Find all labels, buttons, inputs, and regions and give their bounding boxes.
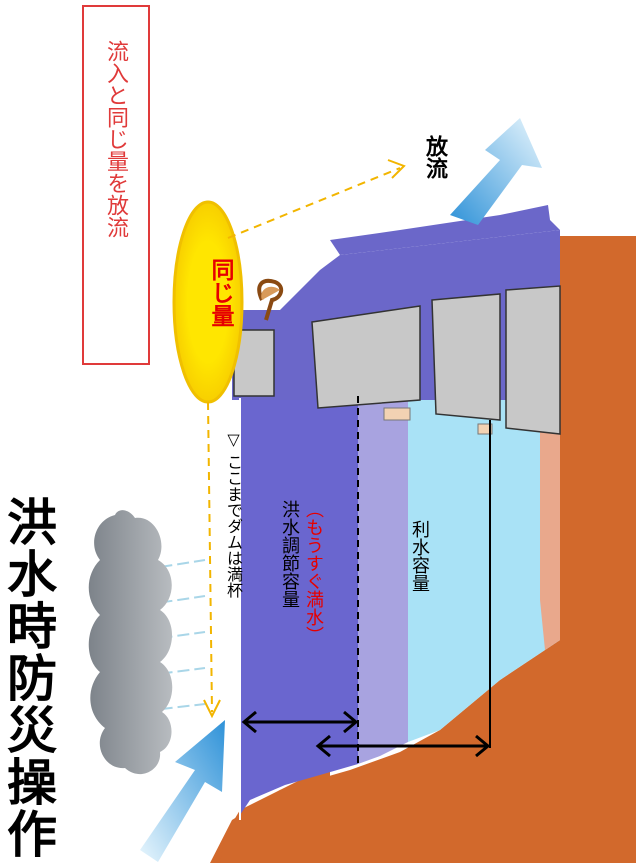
inflow-arrow-icon	[140, 720, 225, 862]
water-use-dimension	[315, 734, 491, 758]
gate-3	[431, 293, 501, 421]
flow-dashed-lines	[203, 159, 406, 719]
mid-capacity-band	[358, 400, 408, 764]
flood-capacity-dimension	[241, 710, 359, 734]
rock-strip	[540, 420, 560, 650]
crane-hook-icon	[257, 279, 284, 321]
gate-stub-2	[477, 423, 493, 435]
full-level-note: ▽ ここまでダムは満杯	[224, 430, 243, 599]
water-use-capacity-label: 利水容量	[409, 520, 430, 592]
gate-stub-1	[383, 407, 411, 421]
water-use-reservoir	[408, 400, 560, 742]
ground-base	[220, 770, 330, 863]
flood-control-water	[240, 396, 358, 815]
gate-4	[505, 285, 561, 435]
ground	[210, 236, 636, 863]
note-text: 流入と同じ量を放流	[103, 40, 128, 238]
note-box	[82, 5, 150, 365]
page-title: 洪水時防災操作	[0, 496, 57, 860]
cloud-icon	[88, 510, 173, 775]
dam-crest	[330, 205, 560, 255]
flood-capacity-label: 洪水調節容量	[279, 500, 300, 608]
release-arrow-icon	[450, 118, 542, 225]
same-amount-label: 同じ量	[207, 258, 233, 327]
release-label: 放流	[422, 135, 447, 179]
flood-capacity-sub-label: （もうすぐ満水）	[303, 500, 324, 644]
gate-2	[311, 305, 421, 409]
